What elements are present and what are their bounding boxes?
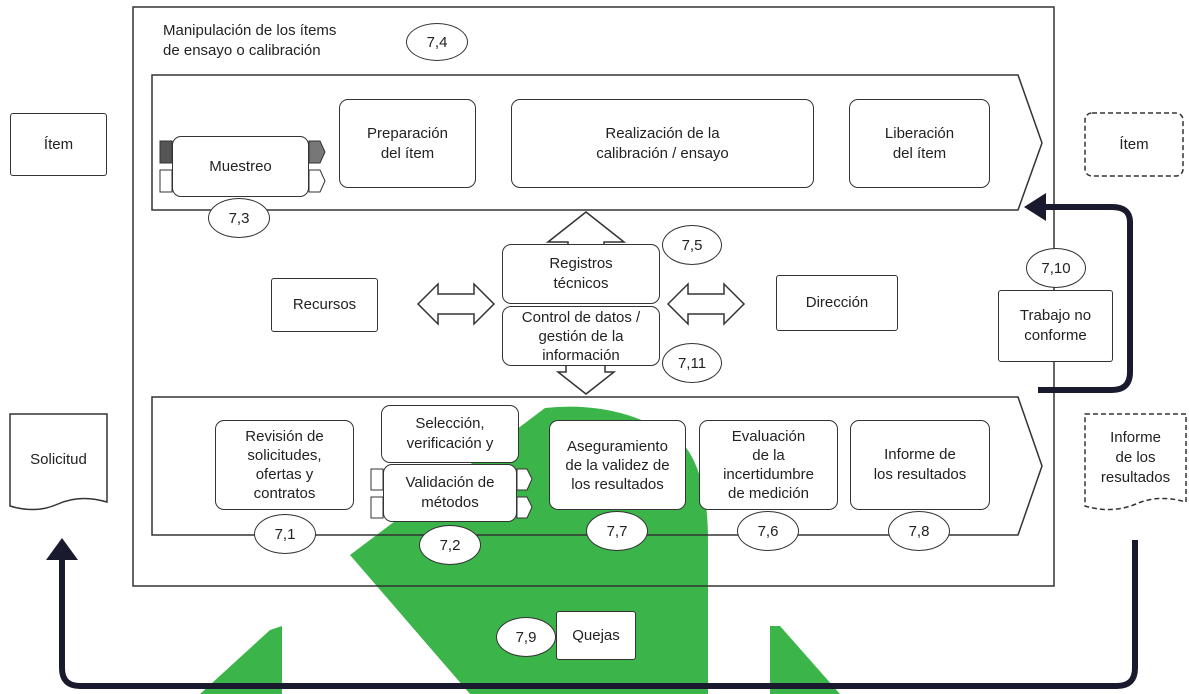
right-double-arrow: [666, 282, 746, 326]
solicitud-label: Solicitud: [30, 451, 87, 468]
nonconforming-arrow: [1038, 204, 1133, 393]
validacion-box: Validación de métodos: [383, 464, 517, 522]
muestreo-tab-left-bottom: [159, 169, 173, 193]
informe-box: Informe de los resultados: [850, 420, 990, 510]
right-item-outline: [1084, 112, 1184, 177]
control-box: Control de datos / gestión de la informa…: [502, 306, 660, 366]
left-item-box: Ítem: [10, 113, 107, 176]
evaluacion-box: Evaluación de la incertidumbre de medici…: [699, 420, 838, 510]
informe-ref-oval: 7,8: [888, 511, 950, 551]
quejas-box: Quejas: [556, 611, 636, 660]
validacion-tab-right-top: [516, 468, 533, 491]
trabajo-ref-oval: 7,10: [1026, 248, 1086, 288]
recursos-box: Recursos: [271, 278, 378, 332]
realizacion-box: Realización de la calibración / ensayo: [511, 99, 814, 188]
header-ref-oval: 7,4: [406, 23, 468, 61]
preparacion-box: Preparación del ítem: [339, 99, 476, 188]
registros-box: Registros técnicos: [502, 244, 660, 304]
green-shape-right: [770, 626, 840, 694]
aseguramiento-box: Aseguramiento de la validez de los resul…: [549, 420, 686, 510]
informe-document-label: Informe de los resultados: [1100, 429, 1171, 486]
liberacion-box: Liberación del ítem: [849, 99, 990, 188]
evaluacion-ref-oval: 7,6: [737, 511, 799, 551]
nonconforming-arrowhead: [1024, 193, 1046, 221]
bottom-feedback-arrow: [59, 540, 1138, 689]
informe-document: [1084, 413, 1187, 511]
aseguramiento-ref-oval: 7,7: [586, 511, 648, 551]
metodos-ref-oval: 7,2: [419, 525, 481, 565]
green-shape-left: [200, 626, 282, 694]
header-title: Manipulación de los ítems de ensayo o ca…: [163, 22, 337, 59]
down-arrow: [555, 363, 617, 395]
muestreo-tab-left-top: [159, 140, 173, 164]
revision-box: Revisión de solicitudes, ofertas y contr…: [215, 420, 354, 510]
validacion-tab-left-top: [370, 468, 384, 491]
muestreo-ref-oval: 7,3: [208, 198, 270, 238]
solicitud-document: [9, 413, 108, 511]
revision-ref-oval: 7,1: [254, 514, 316, 554]
trabajo-box: Trabajo no conforme: [998, 290, 1113, 362]
seleccion-box: Selección, verificación y: [381, 405, 519, 463]
up-arrow: [545, 211, 627, 247]
muestreo-tab-right-top: [308, 140, 326, 164]
top-band: [151, 74, 1043, 211]
left-double-arrow: [416, 282, 496, 326]
quejas-ref-oval: 7,9: [496, 617, 556, 657]
muestreo-tab-right-bottom: [308, 169, 326, 193]
muestreo-box: Muestreo: [172, 136, 309, 197]
control-ref-oval: 7,11: [662, 343, 722, 383]
right-item-label: Ítem: [1119, 136, 1149, 153]
registros-ref-oval: 7,5: [662, 225, 722, 265]
bottom-band: [151, 396, 1043, 536]
direccion-box: Dirección: [776, 275, 898, 331]
validacion-tab-right-bottom: [516, 496, 533, 519]
bottom-feedback-arrowhead: [46, 538, 78, 560]
validacion-tab-left-bottom: [370, 496, 384, 519]
